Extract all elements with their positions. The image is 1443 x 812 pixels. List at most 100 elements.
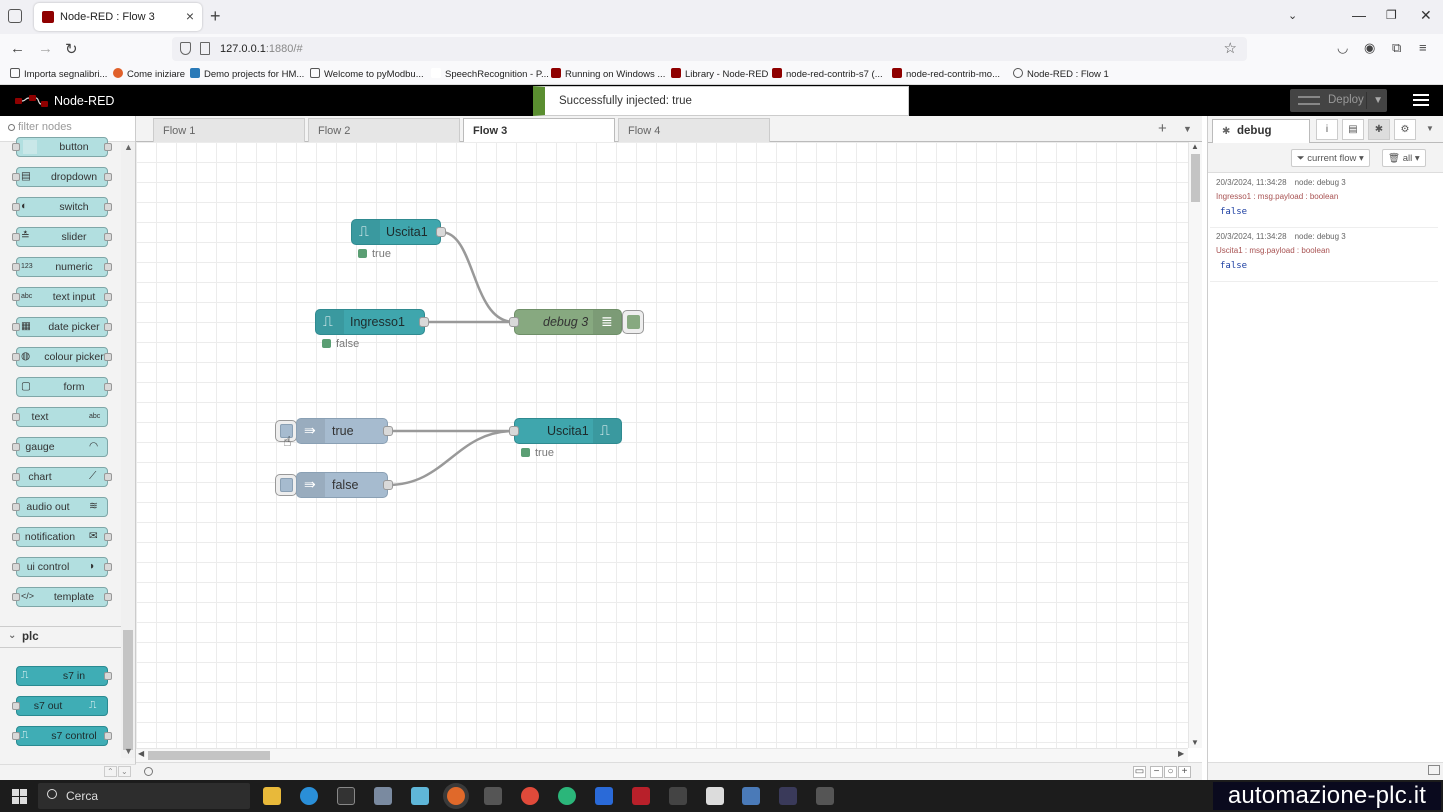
gear-icon[interactable]: ⚙: [1394, 119, 1416, 140]
navigator-icon[interactable]: ▭: [1133, 766, 1146, 778]
tab-flow-2[interactable]: Flow 2: [308, 118, 460, 142]
output-port[interactable]: [383, 480, 393, 490]
windows-start-icon[interactable]: [12, 789, 27, 804]
flow-node-uscita1-out[interactable]: Uscita1 ⎍: [514, 418, 622, 444]
palette-node-switch[interactable]: ◐switch: [12, 197, 112, 217]
canvas-horizontal-scrollbar[interactable]: ◀ ▶: [136, 748, 1188, 762]
search-flows-icon[interactable]: [144, 767, 153, 776]
palette-node-ui-control[interactable]: ui control◗: [12, 557, 112, 577]
palette-node-form[interactable]: ▢form: [16, 377, 112, 397]
main-menu-icon[interactable]: [1413, 94, 1429, 106]
scroll-left-icon[interactable]: ◀: [138, 749, 145, 758]
edge-icon[interactable]: [300, 787, 318, 805]
output-port[interactable]: [436, 227, 446, 237]
palette-node-dropdown[interactable]: ▤dropdown: [12, 167, 112, 187]
zoom-out-icon[interactable]: −: [1150, 766, 1163, 778]
palette-node-notification[interactable]: notification✉: [12, 527, 112, 547]
bookmark-item[interactable]: Importa segnalibri...: [10, 68, 107, 80]
minimize-icon[interactable]: —: [1352, 7, 1366, 23]
terminal-icon[interactable]: [337, 787, 355, 805]
bookmark-item[interactable]: Library - Node-RED: [671, 68, 768, 80]
sidebar-menu-chevron-icon[interactable]: ▼: [1426, 124, 1434, 133]
flow-node-debug-3[interactable]: debug 3 ≣: [514, 309, 622, 335]
bookmark-item[interactable]: node-red-contrib-s7 (...: [772, 68, 883, 80]
horizontal-scroll-thumb[interactable]: [148, 751, 270, 760]
file-explorer-icon[interactable]: [263, 787, 281, 805]
logo-soft-icon[interactable]: [816, 787, 834, 805]
palette-category-plc[interactable]: ⌄ plc: [0, 626, 121, 648]
palette-node-template[interactable]: </>template: [12, 587, 112, 607]
shield-icon[interactable]: [180, 42, 191, 55]
scroll-up-icon[interactable]: ▲: [1191, 142, 1199, 151]
deploy-menu-chevron-icon[interactable]: ▼: [1366, 92, 1383, 109]
filter-nodes-input[interactable]: [18, 121, 128, 133]
notification-toast[interactable]: Successfully injected: true: [533, 86, 909, 116]
tab-debug[interactable]: ✱ debug: [1212, 119, 1310, 143]
bookmark-item[interactable]: Node-RED : Flow 1: [1013, 68, 1109, 80]
zoom-reset-icon[interactable]: ○: [1164, 766, 1177, 778]
tia-portal-icon[interactable]: [779, 787, 797, 805]
palette-node-s7-out[interactable]: s7 out⎍: [12, 696, 108, 716]
input-port[interactable]: [509, 426, 519, 436]
flow-node-inject-false[interactable]: ⇛ false: [296, 472, 388, 498]
flow-node-uscita1-in[interactable]: ⎍ Uscita1: [351, 219, 441, 245]
reload-icon[interactable]: ↻: [65, 41, 78, 58]
zoom-in-icon[interactable]: +: [1178, 766, 1191, 778]
flow-canvas[interactable]: ⎍ Uscita1 true ⎍ Ingresso1 false debug 3…: [136, 142, 1188, 748]
chrome-icon[interactable]: [521, 787, 539, 805]
app-icon[interactable]: [706, 787, 724, 805]
flow-list-chevron-icon[interactable]: ▼: [1183, 124, 1192, 134]
vertical-scroll-thumb[interactable]: [1191, 154, 1200, 202]
forward-icon[interactable]: →: [38, 40, 53, 57]
bookmark-item[interactable]: Running on Windows ...: [551, 68, 665, 80]
add-flow-icon[interactable]: +: [1158, 120, 1167, 137]
node-red-app-icon[interactable]: [632, 787, 650, 805]
palette-node-button[interactable]: button: [12, 137, 112, 157]
clear-all-select[interactable]: 🗑 all ▾: [1382, 149, 1426, 167]
tab-overflow-icon[interactable]: ⌄: [1288, 10, 1298, 22]
scroll-down-icon[interactable]: ▼: [1191, 738, 1199, 747]
info-icon[interactable]: i: [1316, 119, 1338, 140]
filter-current-flow-select[interactable]: ⏷ current flow ▾: [1291, 149, 1370, 167]
flow-node-inject-true[interactable]: ⇛ true: [296, 418, 388, 444]
extensions-icon[interactable]: ⧉: [1392, 40, 1402, 55]
palette-node-s7-in[interactable]: ⎍s7 in: [16, 666, 112, 686]
scroll-down-icon[interactable]: ▼: [124, 746, 133, 756]
app-icon[interactable]: [411, 787, 429, 805]
flow-node-ingresso1[interactable]: ⎍ Ingresso1: [315, 309, 425, 335]
palette-node-chart[interactable]: chart⟋: [12, 467, 112, 487]
back-icon[interactable]: ←: [10, 40, 25, 57]
tab-list-icon[interactable]: [8, 9, 22, 23]
scroll-right-icon[interactable]: ▶: [1178, 749, 1185, 758]
palette-node-date-picker[interactable]: ▦date picker: [12, 317, 112, 337]
app-icon[interactable]: [558, 787, 576, 805]
close-tab-icon[interactable]: ×: [185, 8, 194, 24]
app-icon[interactable]: [374, 787, 392, 805]
palette-scrollbar[interactable]: ▲ ▼: [121, 142, 135, 758]
bookmark-item[interactable]: SpeechRecognition - P...: [431, 68, 549, 80]
app-icon[interactable]: [484, 787, 502, 805]
tab-flow-4[interactable]: Flow 4: [618, 118, 770, 142]
collapse-all-icon[interactable]: ⌃: [104, 766, 117, 777]
input-port[interactable]: [509, 317, 519, 327]
palette-node-slider[interactable]: ≛slider: [12, 227, 112, 247]
browser-menu-icon[interactable]: ≡: [1419, 40, 1427, 55]
palette-scroll-thumb[interactable]: [123, 630, 133, 750]
new-tab-icon[interactable]: +: [210, 6, 221, 26]
address-bar[interactable]: 127.0.0.1:1880/# ☆: [172, 37, 1247, 61]
palette-node-audio-out[interactable]: audio out≋: [12, 497, 108, 517]
tab-flow-1[interactable]: Flow 1: [153, 118, 305, 142]
deploy-button[interactable]: Deploy ▼: [1290, 89, 1387, 112]
palette-node-colour-picker[interactable]: ◍colour picker: [12, 347, 112, 367]
bookmark-item[interactable]: node-red-contrib-mo...: [892, 68, 1000, 80]
popout-icon[interactable]: [1428, 765, 1440, 775]
bookmark-star-icon[interactable]: ☆: [1223, 40, 1237, 57]
inject-trigger-button[interactable]: [275, 474, 297, 496]
calculator-icon[interactable]: [742, 787, 760, 805]
scroll-up-icon[interactable]: ▲: [124, 142, 133, 152]
firefox-icon[interactable]: [447, 787, 465, 805]
